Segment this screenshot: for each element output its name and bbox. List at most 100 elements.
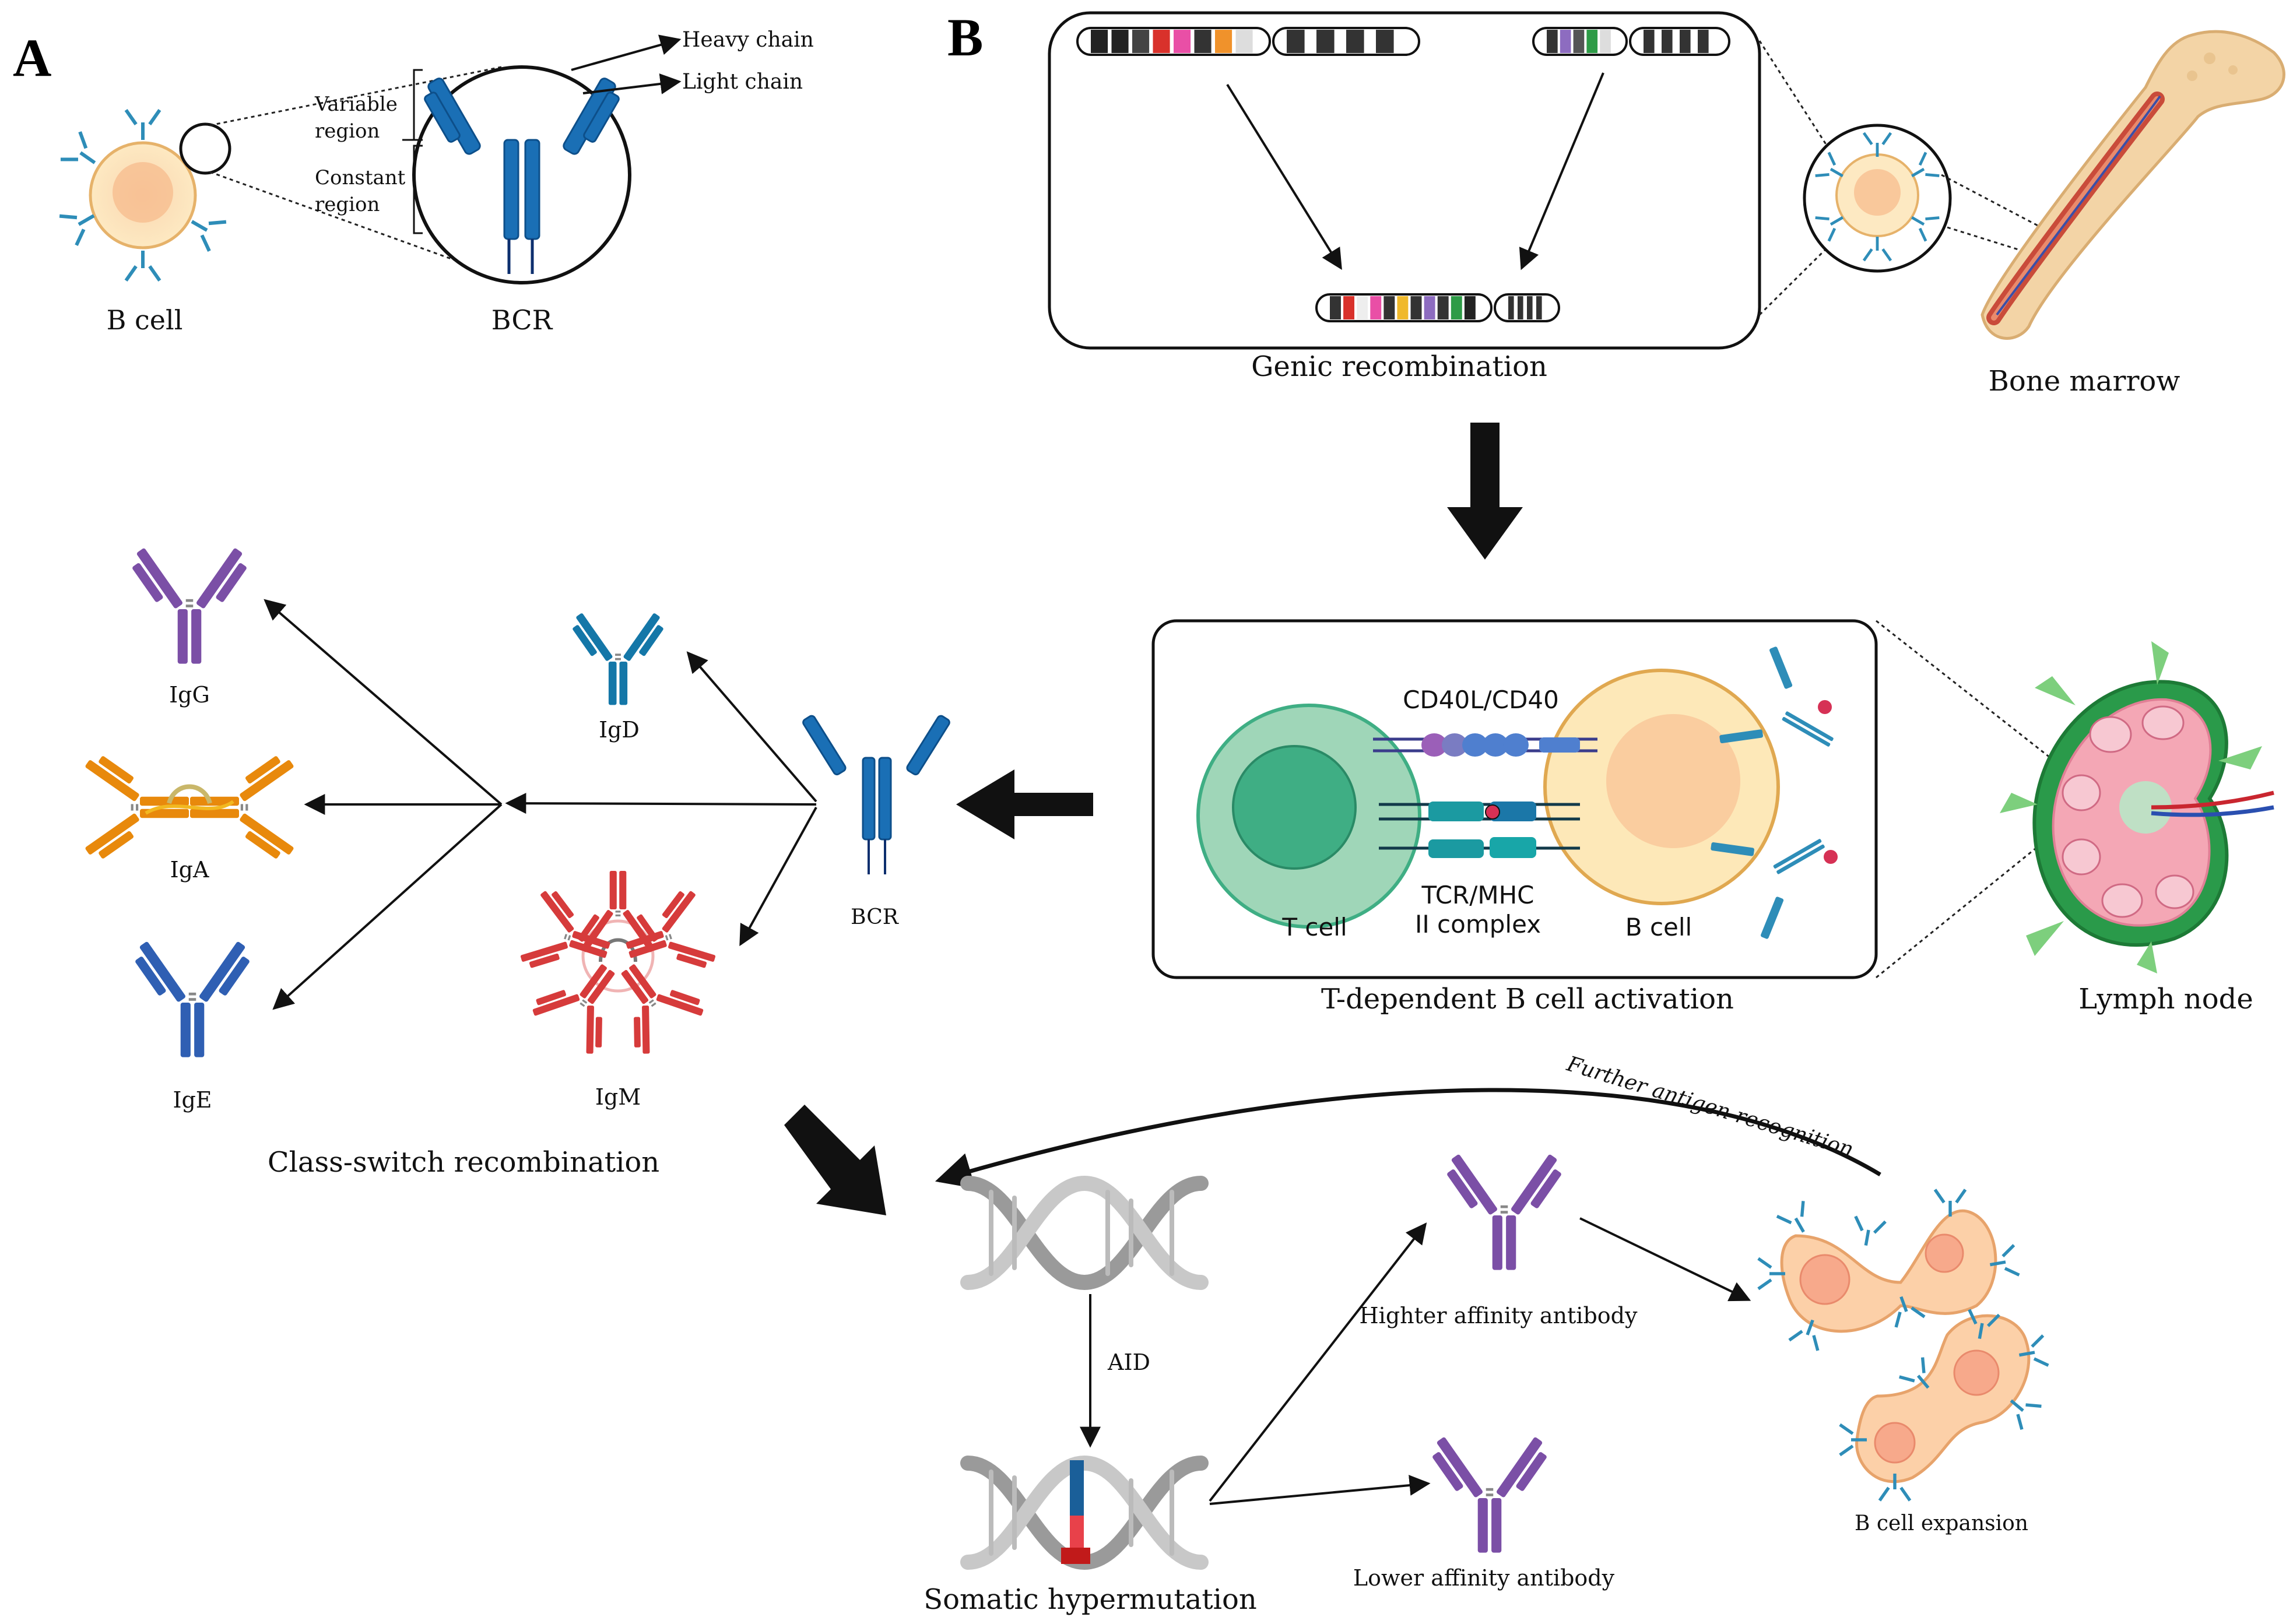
genic-recombination-box	[1048, 11, 1761, 350]
somatic-hypermutation-label: Somatic hypermutation	[923, 1583, 1257, 1616]
switch-arrow-ige	[272, 803, 503, 1010]
bcr-with-antigen	[1707, 644, 1860, 942]
big-down-arrow	[1447, 423, 1523, 560]
bone-marrow-zoom-circle	[1803, 124, 1952, 273]
zoom-line	[1876, 815, 2076, 979]
recombination-arrow	[1226, 83, 1342, 270]
chromosome-band	[1215, 30, 1232, 53]
chromosome-band	[1346, 30, 1364, 53]
chromosome-band	[1508, 296, 1514, 319]
chromosome-band	[1680, 30, 1691, 53]
big-diagonal-arrow	[784, 1105, 886, 1215]
ige-label: IgE	[173, 1087, 212, 1113]
switch-arrow-igg	[264, 599, 503, 806]
zoom-line	[1758, 191, 1884, 316]
chromosome-band	[1600, 30, 1611, 53]
zoom-line	[209, 66, 502, 126]
igg-label: IgG	[169, 682, 210, 708]
lower-affinity-label: Lower affinity antibody	[1353, 1565, 1615, 1591]
chromosome-band	[1573, 30, 1585, 53]
cd40l-cd40-complex	[1373, 733, 1597, 757]
t-dependent-activation-box	[1151, 619, 1878, 979]
b-cell-label: B cell	[107, 304, 183, 336]
panel-a-label: A	[13, 28, 51, 87]
dna-helix-top	[960, 1175, 1209, 1291]
chromosome-band	[1662, 30, 1673, 53]
igd-label: IgD	[599, 717, 640, 743]
zoom-line	[1876, 620, 2073, 776]
class-switch-bcr-label: BCR	[851, 905, 899, 929]
b-cell-activation-label: B cell	[1625, 913, 1692, 941]
chromosome-band	[1527, 296, 1533, 319]
chromosome-band	[1424, 296, 1435, 319]
ige-antibody	[129, 941, 256, 1057]
aid-label: AID	[1107, 1349, 1150, 1375]
chromosome-recombined	[1315, 293, 1560, 322]
tcr-mhc-complex	[1379, 802, 1580, 858]
t-dependent-label: T-dependent B cell activation	[1321, 983, 1734, 1015]
surface-antibody-icon	[124, 251, 161, 282]
recombination-arrow	[1519, 72, 1604, 270]
bcr-label: BCR	[491, 304, 553, 336]
switch-arrow-igm	[739, 807, 817, 947]
chromosome-band	[1397, 296, 1409, 319]
variable-region-label-1: Variable	[314, 93, 398, 116]
chromosome-band	[1287, 30, 1305, 53]
chromosome-band	[1132, 30, 1150, 53]
igd-antibody	[567, 613, 669, 705]
dna-helix-mutated	[960, 1455, 1209, 1570]
chromosome-band	[1370, 296, 1382, 319]
lower-affinity-antibody	[1426, 1436, 1553, 1553]
chromosome-band	[1343, 296, 1355, 319]
chromosome-band	[1410, 296, 1422, 319]
big-left-arrow	[956, 769, 1093, 839]
chromosome-band	[1153, 30, 1170, 53]
iga-label: IgA	[170, 857, 209, 883]
chromosome-band	[1464, 296, 1476, 319]
chromosome-band	[1194, 30, 1212, 53]
higher-affinity-label: Highter affinity antibody	[1360, 1303, 1638, 1328]
chromosome-band	[1536, 296, 1542, 319]
further-recognition-label: Further antigen recognition	[1564, 1052, 1856, 1162]
chromosome-band	[1383, 296, 1395, 319]
heavy-chain-label: Heavy chain	[682, 28, 814, 52]
class-switch-title: Class-switch recombination	[268, 1146, 659, 1179]
zoom-line	[1941, 174, 2053, 234]
chromosome-band	[1357, 296, 1368, 319]
chromosome-band	[1111, 30, 1129, 53]
zoom-line	[1758, 40, 1832, 152]
chromosome-band	[1451, 296, 1462, 319]
zoom-line	[209, 171, 502, 278]
chromosome-band	[1644, 30, 1655, 53]
feedback-arrow	[935, 1088, 1881, 1189]
chromosome-band	[1091, 30, 1108, 53]
variable-region-label-2: region	[315, 119, 380, 143]
constant-region-label-2: region	[315, 193, 380, 216]
lymph-node-illustration	[2000, 641, 2274, 973]
chromosome-left	[1076, 27, 1420, 56]
higher-affinity-antibody	[1441, 1154, 1568, 1270]
cd40l-cd40-label: CD40L/CD40	[1403, 686, 1559, 714]
t-cell-label: T cell	[1281, 913, 1347, 941]
chromosome-right	[1532, 27, 1730, 56]
zoom-line	[1947, 226, 2041, 258]
chromosome-band	[1376, 30, 1394, 53]
bcr-antibody	[802, 715, 950, 874]
constant-region-label-1: Constant	[315, 166, 406, 189]
lower-affinity-arrow	[1209, 1475, 1431, 1505]
tcr-mhc-label-1: TCR/MHC	[1421, 881, 1534, 909]
chromosome-band	[1174, 30, 1191, 53]
switch-arrow	[505, 793, 817, 814]
lymph-node-label: Lymph node	[2078, 983, 2253, 1015]
igg-antibody	[126, 547, 253, 664]
iga-antibody	[85, 750, 294, 864]
chromosome-band	[1235, 30, 1253, 53]
chromosome-band	[1330, 296, 1341, 319]
b-cell-expansion-label: B cell expansion	[1855, 1511, 2028, 1535]
b-cell-illustration	[58, 108, 231, 282]
heavy-chain-arrow	[571, 34, 682, 71]
chromosome-band	[1316, 30, 1335, 53]
panel-b-label: B	[947, 8, 983, 67]
chromosome-band	[1547, 30, 1558, 53]
